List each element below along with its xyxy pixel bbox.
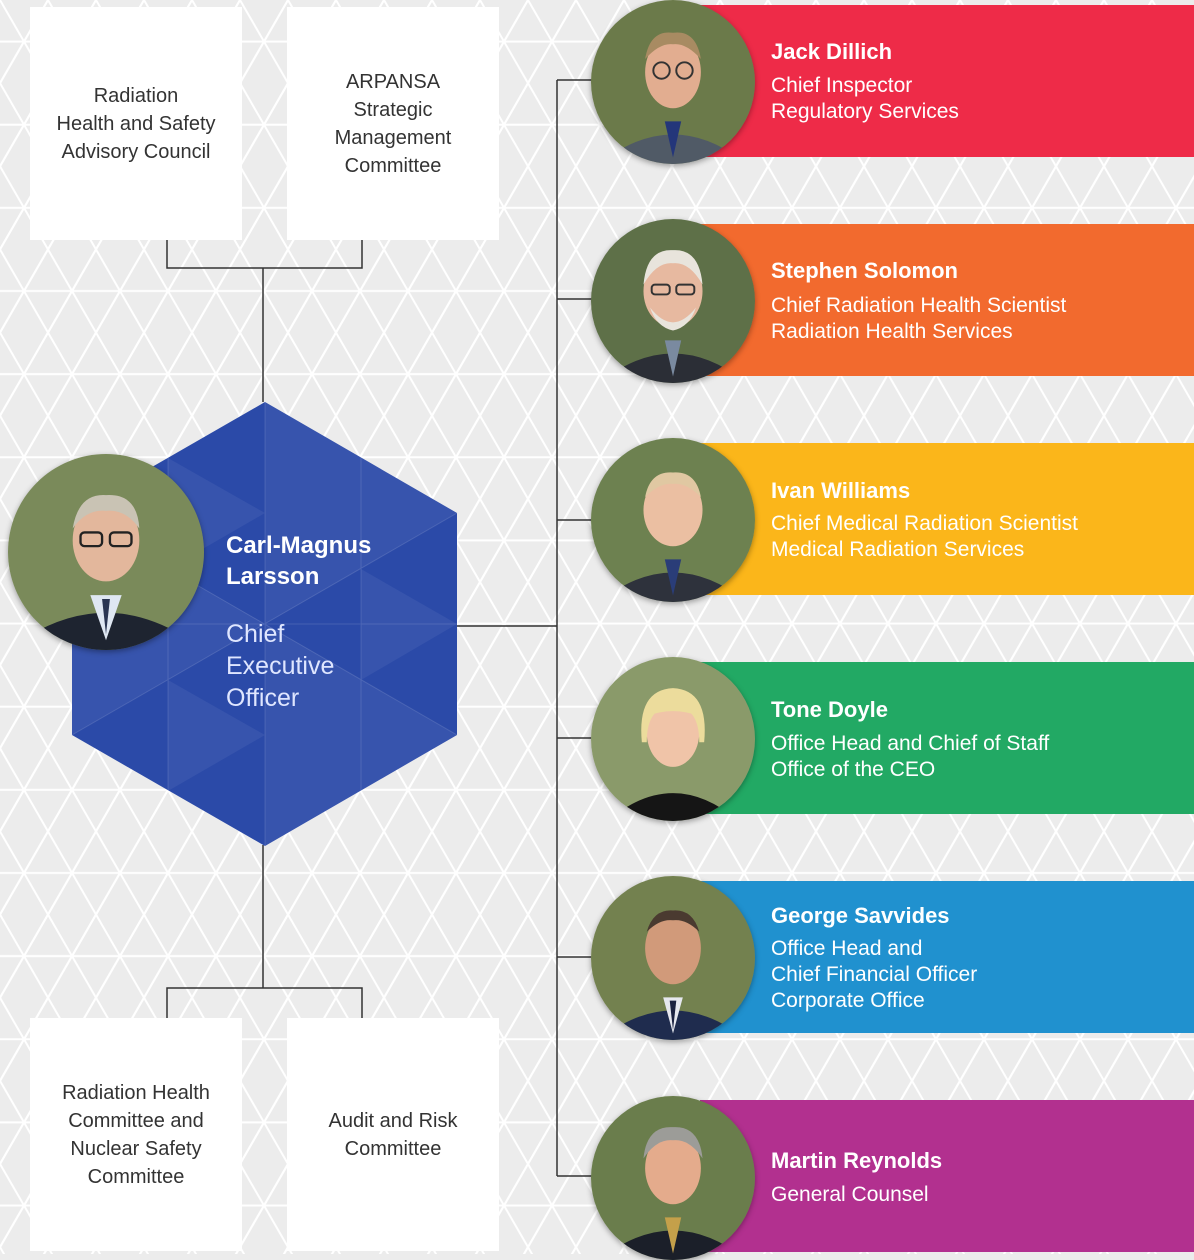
box-line: Committee [344,154,442,177]
role-line: Corporate Office [771,989,925,1012]
ceo-name-line: Carl-Magnus [226,532,372,559]
executive-name: Martin Reynolds [771,1148,943,1173]
person-portrait-icon [591,1096,755,1260]
role-line: Chief Inspector [771,74,913,97]
box-line: Nuclear Safety [70,1137,202,1160]
box-line: Committee [87,1165,185,1188]
ceo-title: Chief Executive Officer [226,618,406,714]
person-portrait-icon [591,876,755,1040]
executive-portrait-tone [591,657,755,821]
executive-name: George Savvides [771,903,950,928]
executive-name: Jack Dillich [771,39,893,64]
advisory-council-box: Radiation Health and Safety Advisory Cou… [30,7,242,240]
ceo-title-line: Executive [226,652,335,680]
box-line: Committee and [68,1109,204,1132]
ceo-name: Carl-Magnus Larsson [226,530,446,592]
executive-portrait-george [591,876,755,1040]
executive-role: Office Head and Chief Financial Officer … [771,936,977,1014]
executive-name: Stephen Solomon [771,258,958,283]
executive-band-stephen: Stephen Solomon Chief Radiation Health S… [700,224,1194,376]
person-portrait-icon [591,657,755,821]
role-line: General Counsel [771,1183,929,1206]
role-line: Office Head and [771,937,923,960]
person-portrait-icon [591,438,755,602]
role-line: Chief Financial Officer [771,963,978,986]
role-line: Office Head and Chief of Staff [771,732,1050,755]
executive-role: Chief Inspector Regulatory Services [771,73,959,125]
ceo-title-line: Officer [226,684,300,712]
role-line: Medical Radiation Services [771,538,1025,561]
box-line: Advisory Council [61,140,211,163]
executive-band-george: George Savvides Office Head and Chief Fi… [700,881,1194,1033]
executive-band-jack: Jack Dillich Chief Inspector Regulatory … [700,5,1194,157]
executive-portrait-jack [591,0,755,164]
executive-name: Tone Doyle [771,697,888,722]
role-line: Chief Radiation Health Scientist [771,294,1067,317]
person-portrait-icon [591,0,755,164]
role-line: Chief Medical Radiation Scientist [771,512,1078,535]
box-line: Committee [344,1137,442,1160]
box-line: Radiation Health [62,1081,210,1104]
executive-band-ivan: Ivan Williams Chief Medical Radiation Sc… [700,443,1194,595]
executive-role: General Counsel [771,1182,929,1208]
person-portrait-icon [591,219,755,383]
box-line: Management [334,126,452,149]
box-line: Strategic [353,98,433,121]
role-line: Regulatory Services [771,100,959,123]
management-committee-box: ARPANSA Strategic Management Committee [287,7,499,240]
ceo-name-line: Larsson [226,563,320,590]
ceo-title-line: Chief [226,620,285,648]
ceo-portrait [8,454,204,650]
box-line: Health and Safety [56,112,216,135]
executive-portrait-ivan [591,438,755,602]
box-line: Radiation [93,84,179,107]
executive-name: Ivan Williams [771,478,911,503]
box-line: ARPANSA [345,70,441,93]
person-portrait-icon [8,454,204,650]
health-nuclear-committee-box: Radiation Health Committee and Nuclear S… [30,1018,242,1251]
executive-role: Chief Radiation Health Scientist Radiati… [771,293,1066,345]
audit-risk-committee-box: Audit and Risk Committee [287,1018,499,1251]
box-line: Audit and Risk [328,1109,458,1132]
role-line: Office of the CEO [771,758,936,781]
executive-portrait-stephen [591,219,755,383]
executive-band-martin: Martin Reynolds General Counsel [700,1100,1194,1252]
executive-band-tone: Tone Doyle Office Head and Chief of Staf… [700,662,1194,814]
executive-role: Office Head and Chief of Staff Office of… [771,731,1049,783]
role-line: Radiation Health Services [771,320,1013,343]
executive-role: Chief Medical Radiation Scientist Medica… [771,511,1078,563]
executive-portrait-martin [591,1096,755,1260]
